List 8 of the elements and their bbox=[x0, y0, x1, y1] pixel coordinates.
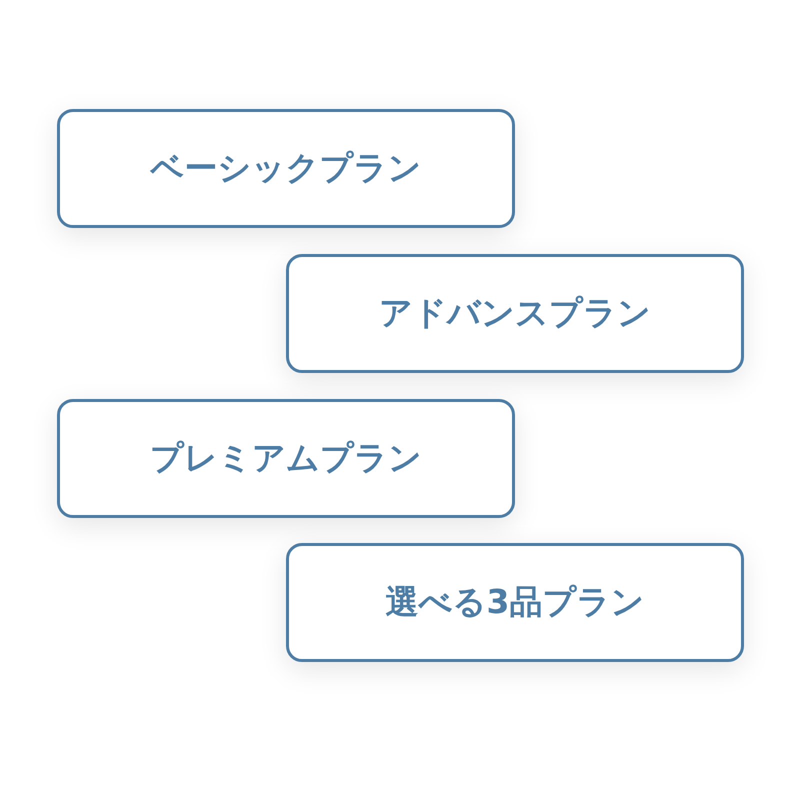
plan-name: 選べる3品プラン bbox=[386, 581, 644, 623]
plan-name: アドバンスプラン bbox=[379, 292, 651, 334]
plan-card bbox=[286, 543, 744, 662]
plan-name: プレミアムプラン bbox=[150, 437, 422, 479]
plan-card bbox=[286, 254, 744, 373]
plan-card bbox=[57, 399, 515, 518]
plan-card bbox=[57, 109, 515, 228]
plan-name: ベーシックプラン bbox=[150, 147, 422, 189]
